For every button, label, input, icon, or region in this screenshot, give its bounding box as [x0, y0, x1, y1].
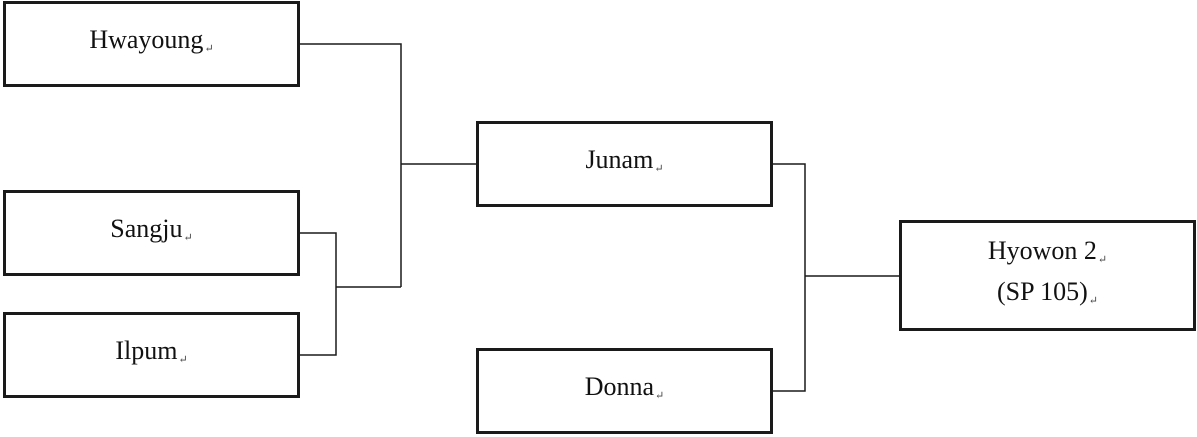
node-ilpum: Ilpum↵ — [3, 312, 300, 398]
return-mark: ↵ — [654, 162, 664, 175]
return-mark: ↵ — [1088, 294, 1098, 307]
node-donna: Donna↵ — [476, 348, 773, 434]
node-junam: Junam↵ — [476, 121, 773, 207]
node-label: Donna — [584, 371, 655, 401]
node-hwayoung: Hwayoung↵ — [3, 1, 300, 87]
return-mark: ↵ — [183, 231, 193, 244]
node-label: Hwayoung — [89, 24, 204, 54]
connector-sangju-ilpum — [299, 232, 337, 356]
node-hyowon: Hyowon 2↵ (SP 105)↵ — [899, 220, 1196, 331]
node-label: Ilpum — [115, 335, 178, 365]
node-label-line2: (SP 105) — [997, 276, 1088, 306]
node-label: Sangju — [110, 213, 183, 243]
return-mark: ↵ — [655, 389, 665, 402]
return-mark: ↵ — [1097, 253, 1108, 266]
connector-hwayoung-junam — [299, 43, 477, 287]
return-mark: ↵ — [204, 42, 214, 55]
node-sangju: Sangju↵ — [3, 190, 300, 276]
node-label-line1: Hyowon 2 — [987, 235, 1097, 265]
node-label: Junam — [585, 144, 654, 174]
connector-junam-donna — [772, 163, 806, 392]
return-mark: ↵ — [178, 353, 188, 366]
